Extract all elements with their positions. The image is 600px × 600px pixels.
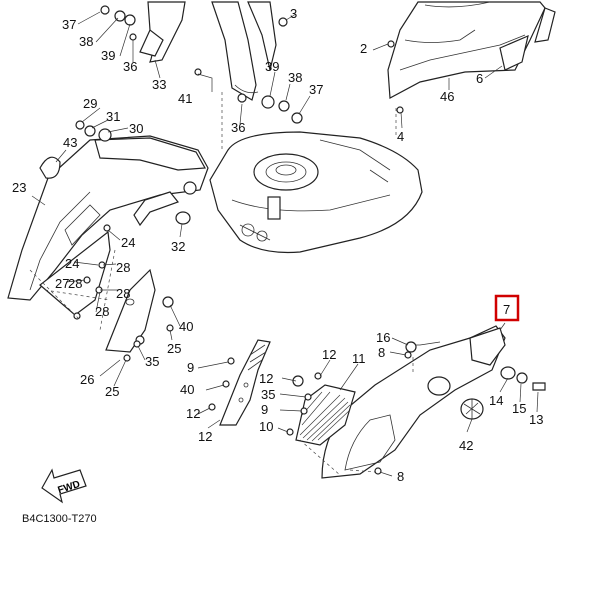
callout-36: 36: [231, 120, 245, 135]
callout-23: 23: [12, 180, 26, 195]
bracket-26: [105, 268, 156, 353]
callout-8: 8: [378, 345, 385, 360]
fuel-tank: [209, 131, 423, 254]
callout-15: 15: [512, 401, 526, 416]
callout-3: 3: [290, 6, 297, 21]
callout-25: 25: [167, 341, 181, 356]
bracket-33: [139, 1, 186, 63]
callout-24: 24: [65, 256, 79, 271]
cap-42: [460, 398, 484, 420]
callout-33: 33: [152, 77, 166, 92]
callout-7-highlighted: 7: [503, 302, 510, 317]
callout-31: 31: [106, 109, 120, 124]
callout-labels: 3738393633326464413938373629313043233224…: [12, 6, 543, 484]
callout-9: 9: [187, 360, 194, 375]
callout-36: 36: [123, 59, 137, 74]
callout-16: 16: [376, 330, 390, 345]
callout-28: 28: [116, 260, 130, 275]
callout-42: 42: [459, 438, 473, 453]
callout-28: 28: [68, 276, 82, 291]
callout-12: 12: [198, 429, 212, 444]
callout-2: 2: [360, 41, 367, 56]
leader-lines: [31, 11, 539, 477]
callout-41: 41: [178, 91, 192, 106]
callout-40: 40: [179, 319, 193, 334]
callout-46: 46: [440, 89, 454, 104]
callout-43: 43: [63, 135, 77, 150]
assembly-lines: [29, 92, 414, 476]
callout-4: 4: [397, 129, 404, 144]
callout-29: 29: [83, 96, 97, 111]
callout-27: 27: [55, 276, 69, 291]
callout-32: 32: [171, 239, 185, 254]
callout-10: 10: [259, 419, 273, 434]
lower-cowl-7: [321, 325, 506, 479]
callout-9: 9: [261, 402, 268, 417]
frame-rails: [211, 1, 277, 101]
side-cover-23: [7, 135, 209, 316]
callout-14: 14: [489, 393, 503, 408]
callout-30: 30: [129, 121, 143, 136]
callout-24: 24: [121, 235, 135, 250]
fasteners: [73, 5, 417, 475]
callout-28: 28: [116, 286, 130, 301]
callout-39: 39: [265, 59, 279, 74]
bracket-32: [133, 191, 191, 227]
callout-12: 12: [259, 371, 273, 386]
callout-37: 37: [62, 17, 76, 32]
callout-28: 28: [95, 304, 109, 319]
bushing-14: [500, 366, 546, 391]
side-cowl-46: [387, 1, 556, 99]
callout-35: 35: [145, 354, 159, 369]
callout-39: 39: [101, 48, 115, 63]
callout-38: 38: [79, 34, 93, 49]
callout-12: 12: [186, 406, 200, 421]
callout-35: 35: [261, 387, 275, 402]
clip-43: [39, 156, 61, 179]
callout-37: 37: [309, 82, 323, 97]
callout-25: 25: [105, 384, 119, 399]
callout-26: 26: [80, 372, 94, 387]
callout-38: 38: [288, 70, 302, 85]
callout-6: 6: [476, 71, 483, 86]
diagram-code: B4C1300-T270: [22, 513, 97, 525]
bracket-10: [219, 339, 271, 426]
highlight-box: [494, 294, 520, 322]
callout-13: 13: [529, 412, 543, 427]
callout-12: 12: [322, 347, 336, 362]
callout-11: 11: [352, 351, 366, 366]
fwd-arrow-icon: FWD: [41, 468, 87, 504]
callout-8: 8: [397, 469, 404, 484]
callout-40: 40: [180, 382, 194, 397]
grille-11: [295, 384, 356, 446]
